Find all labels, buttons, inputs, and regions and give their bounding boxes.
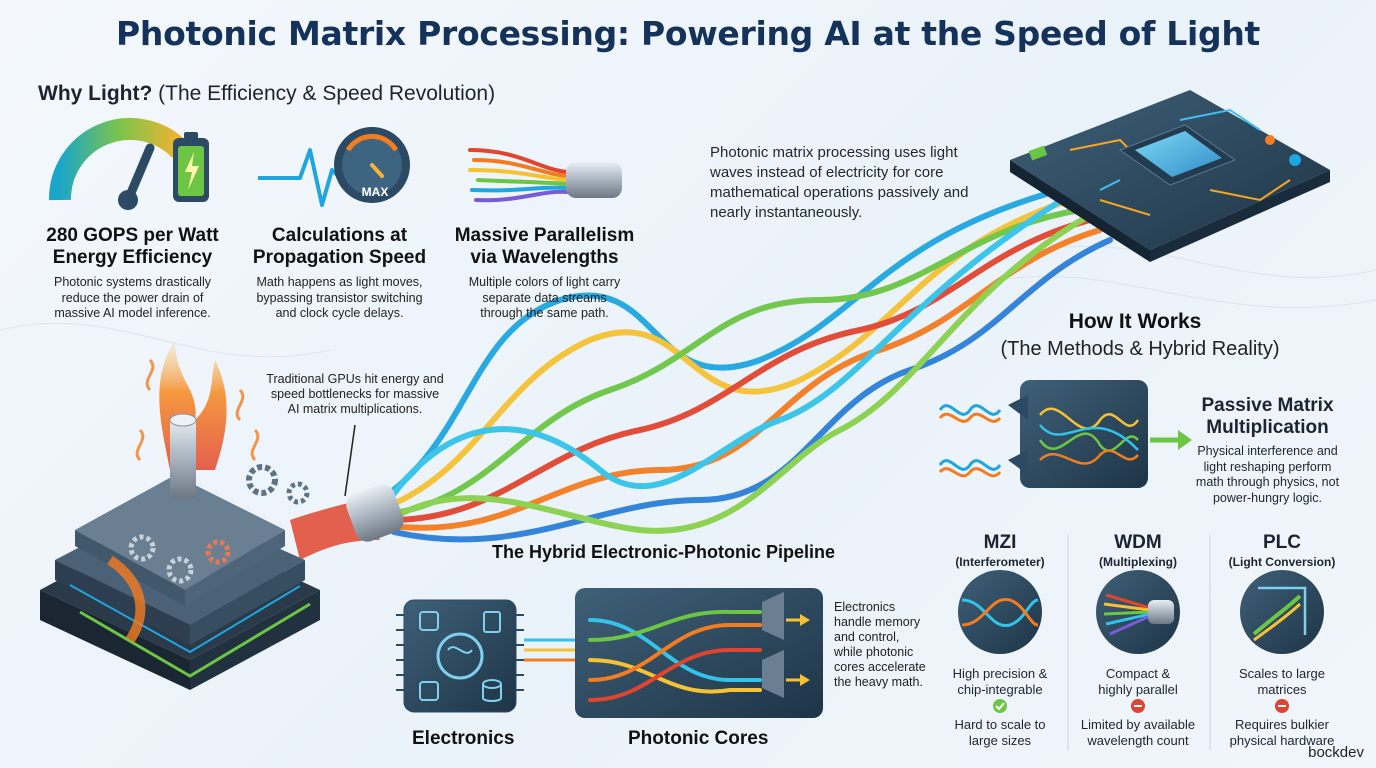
method-pro-line: highly parallel — [1098, 682, 1178, 697]
feature-title: Calculations at — [271, 225, 408, 246]
gpu-note: Traditional GPUs hit energy and speed bo… — [240, 372, 470, 417]
passive-desc-line: math through physics, not — [1195, 475, 1340, 489]
feature-desc: through the same path. — [480, 306, 609, 320]
pipeline-note-line: and control, — [834, 630, 900, 644]
method-mzi-sub: (Interferometer) — [955, 555, 1045, 569]
method-mzi-con: Hard to scale to large sizes — [925, 717, 1075, 749]
feature-desc: separate data streams — [482, 290, 607, 305]
passive-desc-line: power-hungry logic. — [1212, 490, 1323, 505]
passive-title-line: Passive Matrix — [1201, 395, 1334, 416]
how-it-works-title: How It Works — [1068, 310, 1202, 333]
method-mzi-name: MZI — [983, 532, 1017, 553]
gpu-callout-line — [344, 424, 356, 497]
method-plc-name: PLC — [1263, 532, 1301, 553]
chip-small-icon — [419, 681, 439, 701]
passive-title-line: Multiplication — [1206, 417, 1329, 438]
fiber-bundle-icon — [468, 148, 622, 203]
passive-matrix-icon — [938, 380, 1192, 488]
method-plc-con: Requires bulkier physical hardware — [1207, 717, 1357, 749]
feature-parallelism: Massive Parallelism via Wavelengths Mult… — [442, 225, 647, 322]
energy-gauge-icon — [48, 117, 188, 210]
minus-icon-wdm — [1131, 699, 1145, 713]
speedometer-icon: MAX — [258, 127, 410, 207]
method-con-line: physical hardware — [1229, 733, 1335, 748]
why-light-heading: Why Light? (The Efficiency & Speed Revol… — [38, 82, 495, 106]
feature-desc: Math happens as light moves, — [256, 275, 423, 289]
gpu-note-line: AI matrix multiplications. — [287, 402, 423, 416]
method-con-line: Hard to scale to — [954, 717, 1046, 732]
file-icon — [483, 611, 501, 633]
passive-matrix-title: Passive Matrix Multiplication — [1190, 395, 1345, 439]
method-pro-line: Compact & — [1105, 666, 1171, 681]
plc-icon — [1240, 570, 1324, 654]
pipeline-note-line: cores accelerate — [834, 660, 926, 674]
cpu-icon — [419, 611, 439, 631]
feature-title: Energy Efficiency — [52, 247, 213, 268]
mzi-icon — [958, 570, 1042, 654]
method-wdm-sub: (Multiplexing) — [1099, 555, 1177, 569]
minus-icon-plc — [1275, 699, 1289, 713]
light-bundle-icon — [377, 187, 1113, 543]
pipeline-note-line: handle memory — [834, 615, 921, 629]
feature-speed: Calculations at Propagation Speed Math h… — [237, 225, 442, 322]
feature-title: Massive Parallelism — [454, 225, 635, 246]
feature-desc: Photonic systems drastically — [53, 275, 211, 289]
why-light-rest: (The Efficiency & Speed Revolution) — [152, 82, 496, 105]
pipeline-note-line: Electronics — [834, 600, 896, 614]
gauge-max-label: MAX — [362, 185, 389, 199]
photonic-cores-label: Photonic Cores — [628, 728, 769, 749]
feature-title: 280 GOPS per Watt — [46, 225, 219, 246]
passive-desc-line: light reshaping perform — [1203, 459, 1332, 474]
how-it-works-subtitle: (The Methods & Hybrid Reality) — [1000, 338, 1280, 360]
method-con-line: wavelength count — [1087, 733, 1189, 748]
method-pro-line: High precision & — [952, 666, 1048, 681]
method-wdm-con: Limited by available wavelength count — [1063, 717, 1213, 749]
feature-desc: massive AI model inference. — [54, 306, 211, 320]
gears-icon — [246, 464, 310, 505]
electronics-label: Electronics — [412, 728, 515, 749]
gpu-note-line: speed bottlenecks for massive — [270, 387, 440, 401]
brand-label: bockdev — [1308, 744, 1364, 761]
pipeline-note-line: while photonic — [834, 645, 914, 659]
passive-matrix-desc: Physical interference and light reshapin… — [1190, 444, 1345, 506]
battery-icon — [173, 132, 209, 202]
feature-title: Propagation Speed — [252, 247, 427, 268]
method-plc-sub: (Light Conversion) — [1228, 555, 1336, 569]
method-plc-pro: Scales to large matrices — [1212, 666, 1352, 698]
check-icon — [993, 699, 1007, 713]
method-con-line: large sizes — [968, 733, 1032, 748]
cable-connector-icon — [290, 484, 404, 560]
pipeline-note-line: the heavy math. — [834, 675, 923, 689]
pipeline-note: Electronics handle memory and control, w… — [834, 600, 944, 690]
wdm-icon — [1096, 570, 1180, 654]
pipeline-title: The Hybrid Electronic-Photonic Pipeline — [492, 542, 836, 562]
feature-energy: 280 GOPS per Watt Energy Efficiency Phot… — [30, 225, 235, 322]
photonic-chip-icon — [1010, 90, 1330, 262]
feature-title: via Wavelengths — [470, 247, 619, 268]
method-pro-line: chip-integrable — [957, 682, 1043, 697]
intro-text: Photonic matrix processing uses light wa… — [710, 144, 969, 221]
method-mzi-pro: High precision & chip-integrable — [930, 666, 1070, 698]
method-con-line: Limited by available — [1080, 717, 1196, 732]
method-con-line: Requires bulkier — [1235, 717, 1329, 732]
pipeline-diagram — [396, 588, 823, 718]
why-light-bold: Why Light? — [38, 82, 153, 105]
method-pro-line: matrices — [1257, 682, 1307, 697]
feature-desc: and clock cycle delays. — [275, 306, 404, 320]
method-wdm-name: WDM — [1114, 532, 1162, 553]
brain-icon — [436, 632, 484, 680]
page-title: Photonic Matrix Processing: Powering AI … — [116, 14, 1260, 53]
method-pro-line: Scales to large — [1239, 666, 1325, 681]
feature-desc: bypassing transistor switching — [256, 290, 423, 305]
gpu-note-line: Traditional GPUs hit energy and — [266, 372, 444, 386]
passive-desc-line: Physical interference and — [1197, 444, 1338, 458]
method-wdm-pro: Compact & highly parallel — [1068, 666, 1208, 698]
feature-desc: reduce the power drain of — [61, 290, 204, 305]
feature-desc: Multiple colors of light carry — [468, 275, 621, 289]
gpu-chip-icon — [40, 340, 320, 690]
